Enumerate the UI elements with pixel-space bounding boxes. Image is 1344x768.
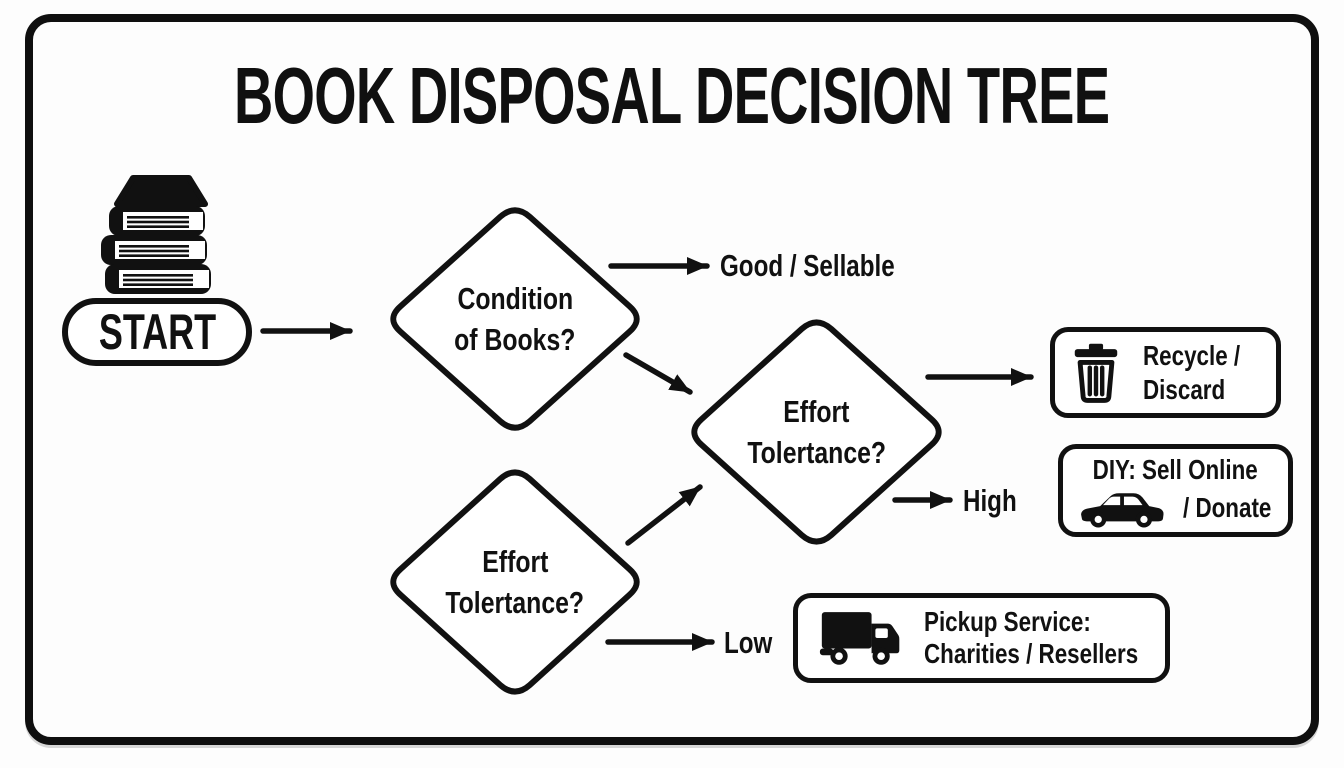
- diamond-shape: [691, 319, 942, 545]
- diamond-shape: [390, 207, 640, 431]
- outcome-diy: DIY: Sell Online / Donate: [1058, 444, 1293, 537]
- edge-label-low: Low: [724, 625, 773, 660]
- outcome-diy-label-line1: DIY: Sell Online: [1092, 453, 1259, 485]
- outcome-diy-label-line2: / Donate: [1183, 491, 1272, 523]
- decision-effort-lower-label: Effort Tolertance?: [445, 544, 585, 620]
- outcome-pickup-label: Pickup Service: Charities / Resellers: [924, 606, 1139, 669]
- books-stack-icon: [101, 175, 211, 294]
- decision-effort-lower: Effort Tolertance?: [382, 462, 648, 702]
- start-node: START: [62, 298, 252, 366]
- decision-condition-label: Condition of Books?: [454, 281, 576, 357]
- car-icon: [1081, 492, 1164, 528]
- outcome-pickup: Pickup Service: Charities / Resellers: [793, 593, 1170, 683]
- outcome-recycle-label: Recycle / Discard: [1143, 339, 1241, 405]
- page-title-text: BOOK DISPOSAL DECISION TREE: [234, 51, 1110, 140]
- start-label: START: [98, 304, 216, 360]
- decision-condition: Condition of Books?: [382, 200, 648, 438]
- decision-effort-main: Effort Tolertance?: [683, 312, 950, 552]
- trash-icon: [1074, 343, 1118, 403]
- truck-icon: [819, 612, 900, 665]
- edge-label-high: High: [963, 483, 1017, 518]
- outcome-recycle: Recycle / Discard: [1050, 327, 1281, 418]
- diamond-shape: [390, 469, 640, 695]
- decision-effort-main-label: Effort Tolertance?: [747, 394, 886, 470]
- edge-label-good-sellable: Good / Sellable: [720, 248, 895, 283]
- outer-border: [25, 14, 1319, 745]
- page-title: BOOK DISPOSAL DECISION TREE: [0, 50, 1344, 142]
